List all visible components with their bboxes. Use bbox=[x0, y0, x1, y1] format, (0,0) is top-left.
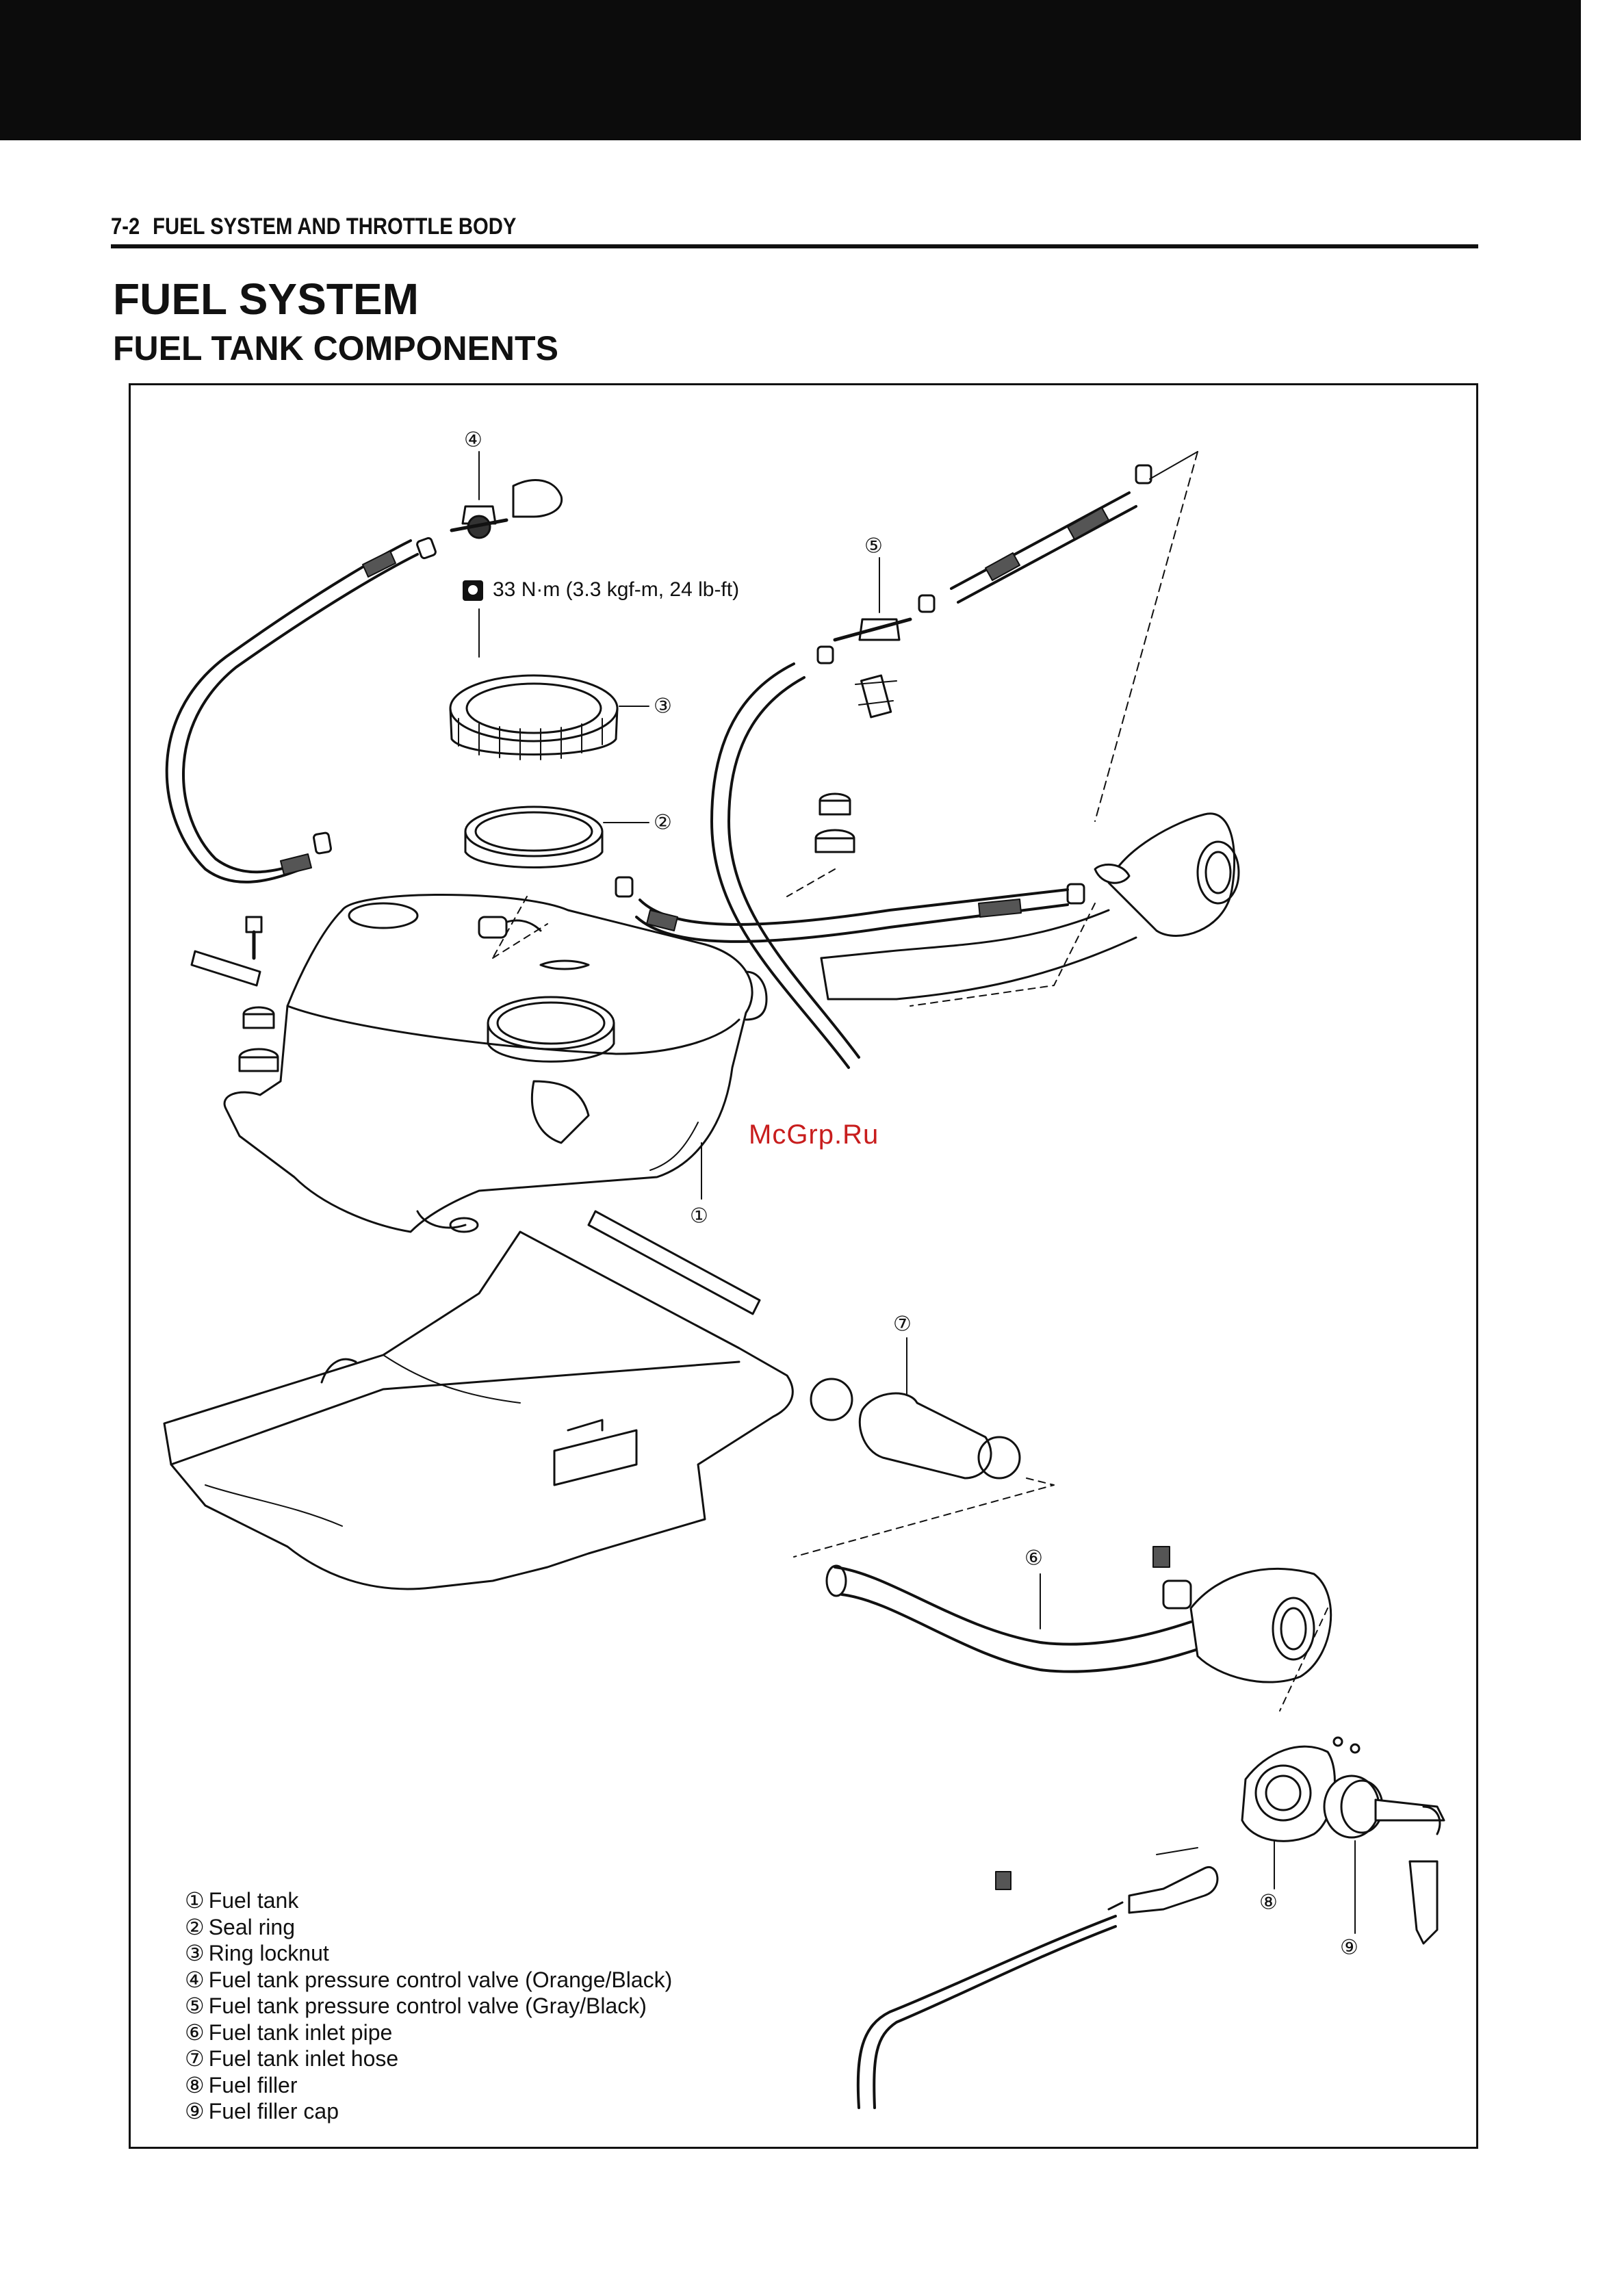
torque-value: 33 N·m (3.3 kgf-m, 24 lb-ft) bbox=[493, 578, 740, 601]
drain-hose-lower bbox=[856, 1847, 1219, 2109]
bolt-left bbox=[245, 916, 263, 960]
callout-8: ⑧ bbox=[1259, 1891, 1278, 1914]
ring-locknut bbox=[449, 674, 619, 760]
tank-under-tray bbox=[163, 1230, 794, 1590]
callout-1: ① bbox=[690, 1204, 708, 1228]
pressure-control-valve-5 bbox=[816, 557, 936, 719]
diagram-frame bbox=[129, 383, 1478, 2149]
inlet-pipe-6 bbox=[825, 1546, 1332, 1683]
bracket-strap bbox=[190, 950, 261, 987]
filler-neck-upper bbox=[820, 812, 1240, 1001]
page-number: 7-2 bbox=[111, 214, 140, 240]
upper-right-pipe bbox=[950, 464, 1152, 604]
callout-3: ③ bbox=[654, 695, 672, 718]
grommet-left bbox=[238, 1006, 279, 1072]
running-header: 7-2 FUEL SYSTEM AND THROTTLE BODY bbox=[111, 214, 516, 240]
clip-b bbox=[313, 831, 332, 855]
left-hose-hatch-bottom bbox=[280, 853, 312, 875]
torque-wrench-icon bbox=[463, 580, 483, 602]
torque-note: 33 N·m (3.3 kgf-m, 24 lb-ft) bbox=[463, 578, 739, 602]
left-vent-hose bbox=[165, 539, 412, 883]
callout-5: ⑤ bbox=[864, 534, 883, 558]
callout-7: ⑦ bbox=[893, 1313, 912, 1336]
top-black-bar bbox=[0, 0, 1581, 140]
page-title: FUEL SYSTEM bbox=[113, 274, 419, 324]
seal-ring bbox=[464, 805, 604, 868]
rubber-strip bbox=[587, 1210, 761, 1315]
fuel-filler-cap-9 bbox=[1323, 1774, 1445, 1945]
watermark: McGrp.Ru bbox=[749, 1120, 879, 1150]
left-hose-hatch-top bbox=[362, 550, 396, 578]
section-title: FUEL SYSTEM AND THROTTLE BODY bbox=[153, 214, 517, 240]
callout-4: ④ bbox=[464, 428, 482, 452]
page-subtitle: FUEL TANK COMPONENTS bbox=[113, 329, 558, 367]
fuel-tank-body bbox=[223, 894, 768, 1233]
center-drain-hose bbox=[710, 662, 850, 1069]
header-rule bbox=[111, 244, 1478, 248]
clip-a bbox=[416, 537, 437, 560]
pressure-control-valve-4 bbox=[450, 451, 563, 539]
inlet-hose-7 bbox=[810, 1337, 1021, 1480]
callout-9: ⑨ bbox=[1340, 1936, 1358, 1959]
callout-2: ② bbox=[654, 811, 672, 834]
grommet-right bbox=[786, 792, 855, 897]
callout-6: ⑥ bbox=[1024, 1547, 1043, 1570]
